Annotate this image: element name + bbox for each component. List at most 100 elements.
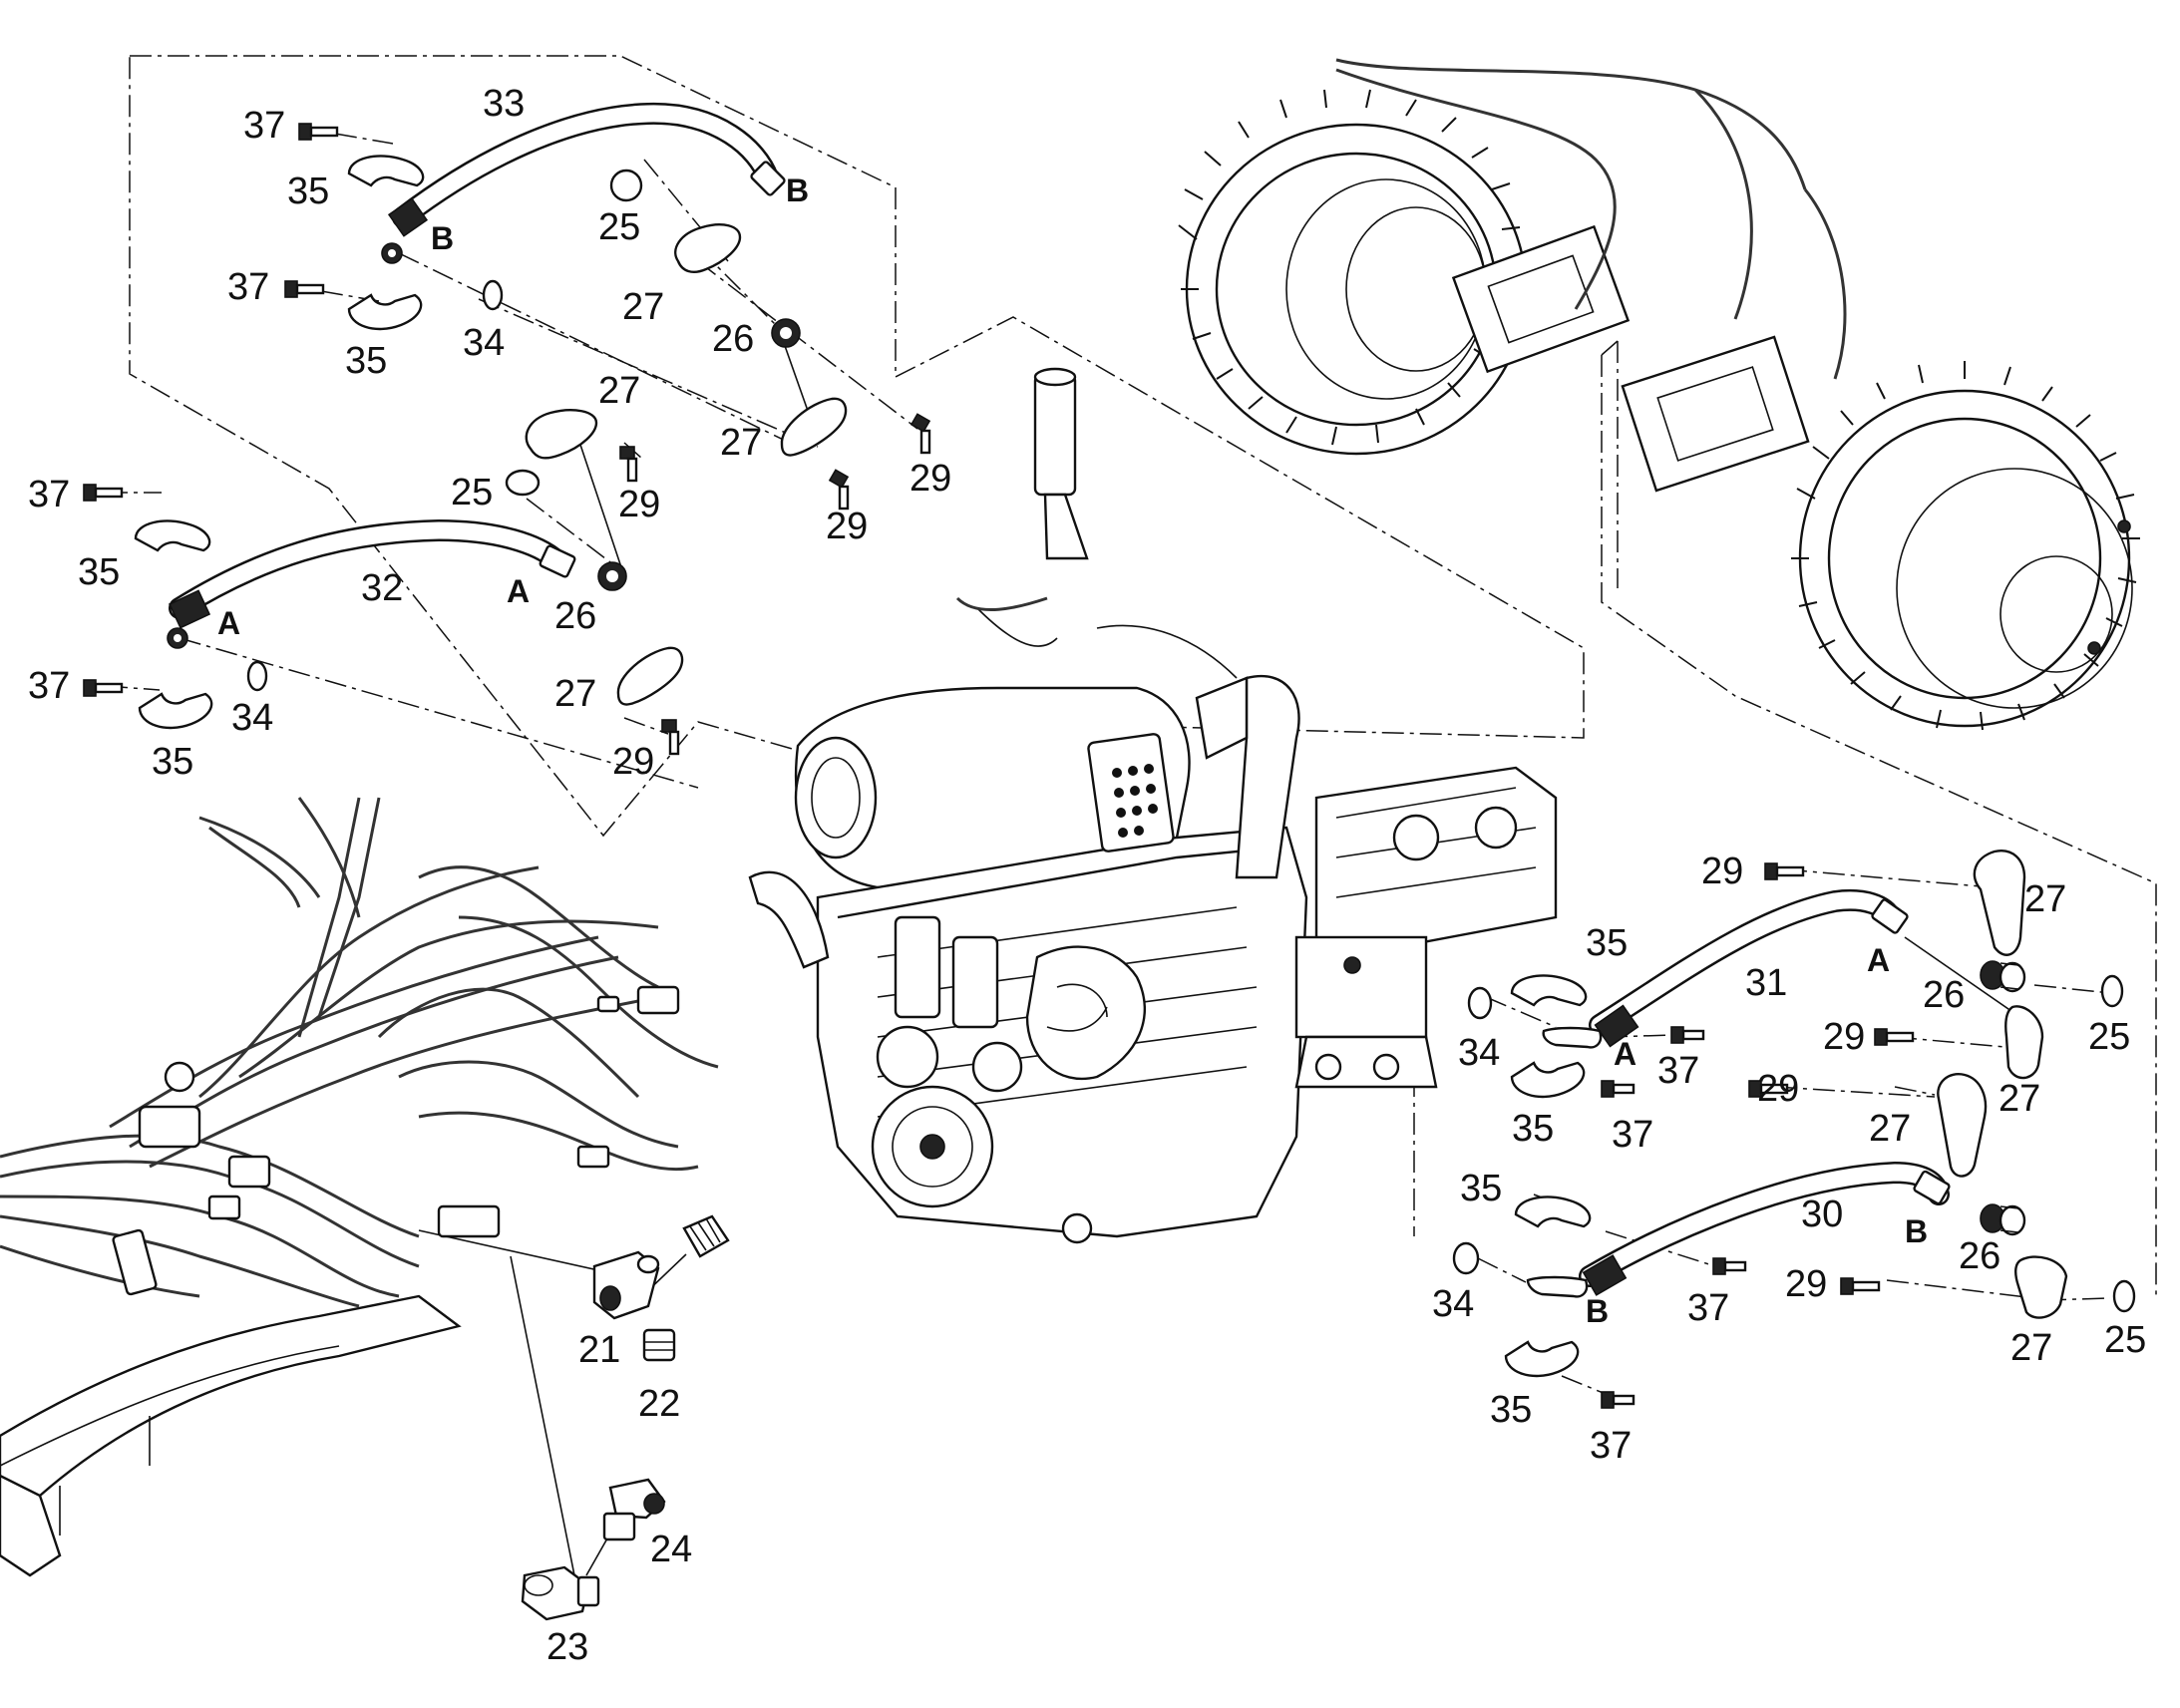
callout-26: 26 — [554, 595, 596, 637]
port-label-b: B — [431, 220, 454, 256]
callout-29: 29 — [1757, 1068, 1799, 1110]
hose-32 — [167, 518, 576, 649]
callout-37: 37 — [1687, 1287, 1729, 1329]
callout-35: 35 — [1586, 922, 1628, 964]
callout-29: 29 — [1785, 1263, 1827, 1305]
callout-37: 37 — [227, 266, 269, 308]
callout-22: 22 — [638, 1383, 680, 1425]
callout-37: 37 — [1590, 1425, 1632, 1467]
callout-35: 35 — [78, 551, 120, 593]
port-label-a: A — [217, 605, 240, 641]
callout-30: 30 — [1801, 1194, 1843, 1235]
callout-24: 24 — [650, 1529, 692, 1570]
bolt-37-top-lower — [284, 280, 325, 298]
bolt-29-r1-mid — [1874, 1028, 1915, 1046]
bolt-29-top-right — [909, 413, 931, 455]
bolt-37-r1-upper — [1670, 1026, 1705, 1044]
port-label-b: B — [786, 172, 809, 208]
o-ring-34-mid — [246, 660, 268, 692]
callout-27: 27 — [2024, 878, 2066, 920]
assembly-outline-right — [1601, 340, 2157, 1296]
elbow-fitting-23 — [521, 1565, 600, 1621]
frame-and-hoses — [0, 797, 719, 1577]
bolt-29-mid-upper — [619, 446, 638, 483]
callout-37: 37 — [1657, 1050, 1699, 1092]
flange-clamp-35-top-lower — [347, 293, 423, 331]
callout-27: 27 — [554, 673, 596, 715]
callout-27: 27 — [1998, 1078, 2040, 1120]
callout-32: 32 — [361, 567, 403, 609]
bolt-37-r2-upper — [1712, 1257, 1747, 1275]
engine-assembly — [748, 367, 1558, 1244]
callout-27: 27 — [622, 286, 664, 328]
o-ring-34-r1 — [1467, 986, 1493, 1020]
bolt-29-top-lower — [828, 469, 850, 511]
port-label-b: B — [1905, 1213, 1928, 1249]
bolt-29-r2-mid — [1840, 1277, 1881, 1295]
callout-25: 25 — [2104, 1319, 2146, 1361]
callout-37: 37 — [28, 665, 70, 707]
split-flange-27-r2-upper — [1937, 1073, 1988, 1178]
port-label-a: A — [1867, 942, 1890, 978]
adapter-26-top — [771, 318, 801, 348]
callout-29: 29 — [909, 458, 951, 500]
bolt-37-mid-upper — [83, 484, 124, 502]
callout-labels: 37 35 33 25 37 35 34 27 26 27 29 29 27 2… — [28, 83, 2146, 1668]
callout-25: 25 — [451, 472, 493, 513]
split-flange-27-mid-lower — [616, 646, 684, 706]
callout-34: 34 — [1432, 1283, 1474, 1325]
callout-27: 27 — [1869, 1108, 1911, 1150]
flange-clamp-35-r2-lower — [1504, 1340, 1580, 1378]
callout-35: 35 — [1490, 1389, 1532, 1431]
callout-34: 34 — [463, 322, 505, 364]
callout-29: 29 — [1823, 1016, 1865, 1058]
callout-25: 25 — [598, 206, 640, 248]
callout-37: 37 — [28, 474, 70, 515]
callout-34: 34 — [1458, 1032, 1500, 1074]
callout-29: 29 — [1701, 851, 1743, 892]
callout-35: 35 — [287, 171, 329, 212]
bolt-37-r1-lower — [1601, 1080, 1635, 1098]
adapter-26-r1 — [1980, 960, 2026, 993]
flange-clamp-35-r1-lower — [1510, 1061, 1586, 1099]
bolt-29-mid-lower — [661, 719, 680, 756]
o-ring-34-r2 — [1452, 1241, 1480, 1275]
callout-27: 27 — [2010, 1327, 2052, 1369]
split-flange-27-r2-lower — [2014, 1255, 2068, 1319]
callout-23: 23 — [546, 1626, 588, 1668]
bolt-37-top-upper — [298, 123, 339, 141]
bolt-29-r1-top — [1764, 862, 1805, 880]
flange-clamp-35-r2-upper — [1514, 1196, 1592, 1228]
adapter-26-r2 — [1980, 1203, 2026, 1236]
hose-33 — [381, 102, 786, 264]
callout-31: 31 — [1745, 962, 1787, 1004]
o-ring-25-r2 — [2112, 1279, 2136, 1313]
o-ring-25-top — [609, 169, 643, 202]
port-label-a: A — [1614, 1036, 1636, 1072]
fitting-22 — [642, 1328, 676, 1362]
motor-harness-lines — [1335, 58, 1847, 380]
callout-29: 29 — [618, 484, 660, 525]
callout-35: 35 — [152, 741, 193, 783]
port-labels: B B A A A A B B — [217, 172, 1928, 1329]
callout-29: 29 — [612, 741, 654, 783]
flange-clamp-35-r1-upper — [1510, 974, 1588, 1007]
flange-clamp-35-mid-upper — [134, 519, 211, 552]
callout-34: 34 — [231, 697, 273, 739]
callout-37: 37 — [1612, 1114, 1653, 1156]
o-ring-34-top — [482, 279, 504, 311]
bolt-37-r2-lower — [1601, 1391, 1635, 1409]
o-ring-25-r1 — [2100, 974, 2124, 1008]
track-motor-left — [1178, 89, 1631, 456]
split-flange-27-top-lower — [780, 397, 848, 457]
adapter-26-mid — [597, 561, 627, 591]
callout-35: 35 — [1512, 1108, 1554, 1150]
hose-31 — [1542, 889, 1909, 1049]
callout-29: 29 — [826, 506, 868, 547]
callout-26: 26 — [1959, 1235, 2000, 1277]
split-flange-27-top-upper — [674, 223, 742, 273]
callout-26: 26 — [712, 318, 754, 360]
bolt-37-mid-lower — [83, 679, 124, 697]
leader-lines — [105, 133, 2111, 1576]
